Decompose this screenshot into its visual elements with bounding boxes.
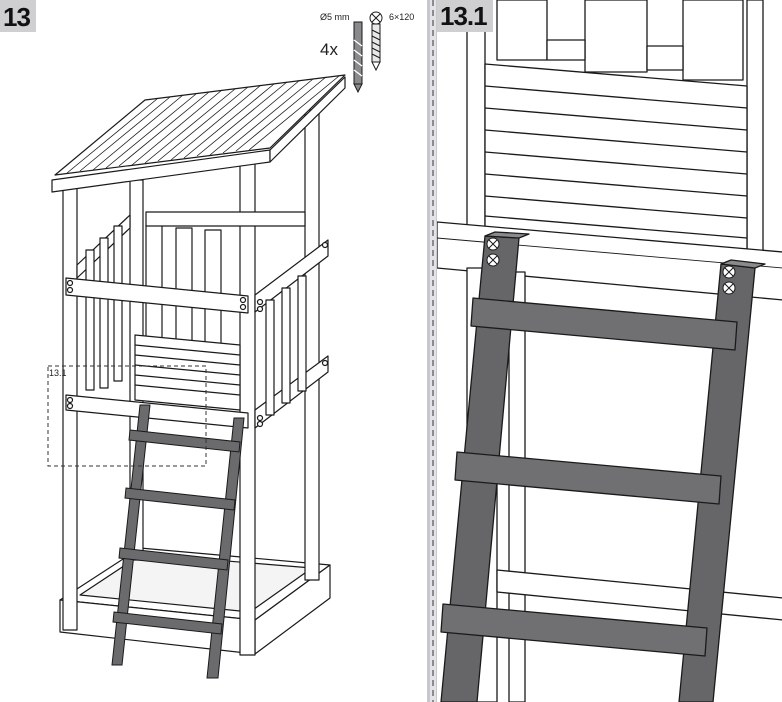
screw-size-label: 6×120 bbox=[389, 12, 415, 22]
right-side-railing bbox=[254, 239, 329, 429]
drill-bit-icon bbox=[353, 21, 363, 94]
ladder-rung bbox=[128, 429, 241, 453]
detail-callout-box bbox=[47, 365, 207, 467]
post-front-right bbox=[239, 159, 256, 656]
step-13-panel: 13 13.1 Ø5 mm 6×120 4x bbox=[0, 0, 430, 702]
ladder bbox=[111, 404, 245, 679]
front-top-beam bbox=[65, 277, 249, 314]
quantity-label: 4x bbox=[320, 40, 338, 59]
drill-size-label: Ø5 mm bbox=[320, 12, 350, 22]
screw-icon bbox=[722, 281, 736, 295]
screw-icon bbox=[486, 253, 500, 267]
ladder-rail-right bbox=[206, 417, 245, 679]
wall-post-right bbox=[746, 0, 764, 261]
ladder-rung bbox=[470, 297, 738, 351]
step-13-1-detail-panel: 13.1 bbox=[436, 0, 782, 702]
beam-bolts bbox=[66, 241, 329, 428]
post-back-right bbox=[304, 109, 320, 581]
ladder-rung bbox=[440, 603, 708, 657]
ladder-rung bbox=[118, 547, 229, 571]
left-side-railing bbox=[76, 214, 131, 391]
screw-icon bbox=[369, 11, 383, 72]
ladder bbox=[440, 231, 766, 702]
panel-divider-dash bbox=[432, 0, 434, 702]
screw-icon bbox=[486, 237, 500, 251]
ladder-attachment-detail-drawing bbox=[437, 0, 782, 702]
detail-step-number-label: 13.1 bbox=[437, 0, 493, 32]
front-beam bbox=[437, 221, 782, 301]
front-deck-beam bbox=[65, 394, 249, 429]
ladder-rail-left bbox=[111, 404, 151, 666]
ladder-rung bbox=[112, 611, 223, 635]
ladder-rung bbox=[124, 487, 236, 511]
roof bbox=[51, 74, 346, 193]
detail-callout-label: 13.1 bbox=[49, 368, 67, 378]
deck-boards bbox=[484, 63, 748, 256]
step-number-label: 13 bbox=[0, 0, 36, 32]
screw-icon bbox=[722, 265, 736, 279]
ladder-rung bbox=[454, 451, 722, 505]
attachment-screws bbox=[486, 237, 736, 295]
wall-post-left bbox=[466, 0, 486, 241]
deck-planks bbox=[134, 334, 241, 411]
playtower-overview-drawing bbox=[47, 11, 383, 679]
